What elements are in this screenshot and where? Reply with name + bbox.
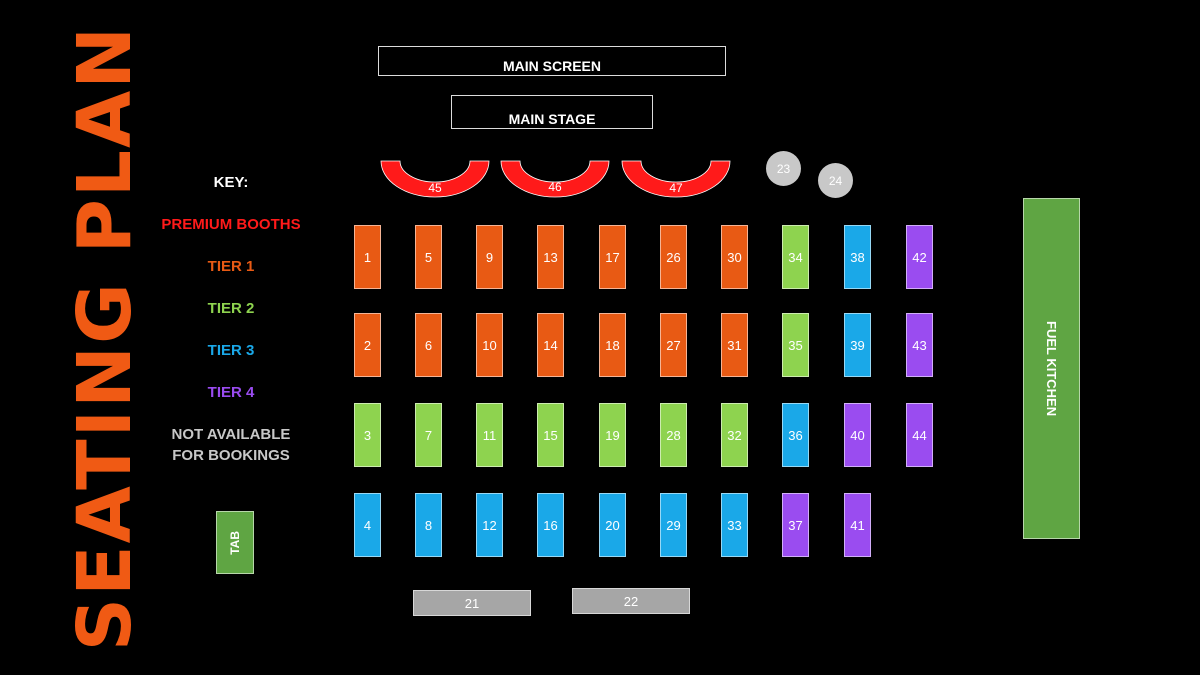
table-2[interactable]: 2 (354, 313, 381, 377)
table-3[interactable]: 3 (354, 403, 381, 467)
table-31[interactable]: 31 (721, 313, 748, 377)
table-40[interactable]: 40 (844, 403, 871, 467)
table-29[interactable]: 29 (660, 493, 687, 557)
kitchen-label: FUEL KITCHEN (1044, 320, 1059, 417)
table-35[interactable]: 35 (782, 313, 809, 377)
key-not-available-line2: FOR BOOKINGS (172, 447, 290, 464)
main-screen: MAIN SCREEN (378, 46, 726, 76)
key-tier-2: TIER 2 (207, 300, 255, 317)
booth-46[interactable] (500, 160, 610, 198)
table-22[interactable]: 22 (572, 588, 690, 614)
fuel-kitchen[interactable]: FUEL KITCHEN (1023, 198, 1080, 539)
table-13[interactable]: 13 (537, 225, 564, 289)
table-23[interactable]: 23 (766, 151, 801, 186)
key-heading: KEY: (213, 174, 249, 191)
table-30[interactable]: 30 (721, 225, 748, 289)
key-tier-1: TIER 1 (207, 258, 255, 275)
table-44[interactable]: 44 (906, 403, 933, 467)
table-16[interactable]: 16 (537, 493, 564, 557)
table-10[interactable]: 10 (476, 313, 503, 377)
key-tier-4: TIER 4 (207, 384, 255, 401)
key-not-available-line1: NOT AVAILABLE (171, 426, 291, 443)
table-12[interactable]: 12 (476, 493, 503, 557)
booth-47[interactable] (621, 160, 731, 198)
tab-area[interactable]: TAB (216, 511, 254, 574)
table-43[interactable]: 43 (906, 313, 933, 377)
table-5[interactable]: 5 (415, 225, 442, 289)
main-stage: MAIN STAGE (451, 95, 653, 129)
table-38[interactable]: 38 (844, 225, 871, 289)
table-42[interactable]: 42 (906, 225, 933, 289)
table-4[interactable]: 4 (354, 493, 381, 557)
table-36[interactable]: 36 (782, 403, 809, 467)
booth-46-label: 46 (548, 180, 562, 194)
booth-45-label: 45 (428, 181, 442, 195)
table-27[interactable]: 27 (660, 313, 687, 377)
table-14[interactable]: 14 (537, 313, 564, 377)
booth-47-label: 47 (669, 181, 683, 195)
table-17[interactable]: 17 (599, 225, 626, 289)
booth-45[interactable] (380, 160, 490, 198)
table-26[interactable]: 26 (660, 225, 687, 289)
table-15[interactable]: 15 (537, 403, 564, 467)
table-39[interactable]: 39 (844, 313, 871, 377)
table-1[interactable]: 1 (354, 225, 381, 289)
table-18[interactable]: 18 (599, 313, 626, 377)
table-41[interactable]: 41 (844, 493, 871, 557)
table-8[interactable]: 8 (415, 493, 442, 557)
table-20[interactable]: 20 (599, 493, 626, 557)
table-24[interactable]: 24 (818, 163, 853, 198)
table-32[interactable]: 32 (721, 403, 748, 467)
table-28[interactable]: 28 (660, 403, 687, 467)
key-premium-booths: PREMIUM BOOTHS (161, 216, 301, 233)
table-37[interactable]: 37 (782, 493, 809, 557)
key-tier-3: TIER 3 (207, 342, 255, 359)
table-9[interactable]: 9 (476, 225, 503, 289)
table-21[interactable]: 21 (413, 590, 531, 616)
table-33[interactable]: 33 (721, 493, 748, 557)
table-19[interactable]: 19 (599, 403, 626, 467)
table-34[interactable]: 34 (782, 225, 809, 289)
table-11[interactable]: 11 (476, 403, 503, 467)
table-7[interactable]: 7 (415, 403, 442, 467)
table-6[interactable]: 6 (415, 313, 442, 377)
